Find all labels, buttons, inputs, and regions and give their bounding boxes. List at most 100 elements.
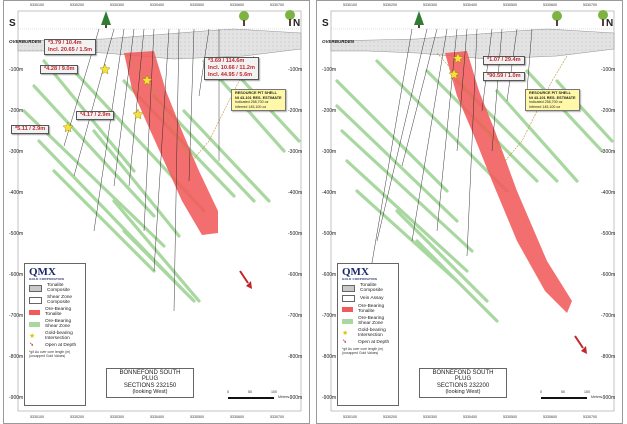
easting-label: 5330700 (270, 415, 284, 419)
depth-label: -300m (9, 149, 24, 155)
legend-footnote: *g/t Au over core length (m) (uncapped G… (29, 350, 71, 358)
scale-bar: 0 50 100 Meters (227, 390, 289, 399)
section-title-box: BONNEFOND SOUTH PLUG SECTIONS 232150 (lo… (106, 368, 194, 398)
depth-label-right: -100m (601, 67, 616, 73)
north-label: N (606, 18, 614, 29)
gold-intersection-star (141, 74, 153, 86)
depth-label: -100m (322, 67, 337, 73)
tree-icon (285, 10, 295, 26)
depth-label: -700m (322, 313, 337, 319)
legend-item-tonalite: Tonalite Composite (342, 283, 394, 293)
depth-label-right: -500m (288, 231, 303, 237)
depth-label-right: -900m (288, 395, 303, 401)
star-icon: ★ (29, 332, 36, 340)
depth-label-right: -700m (601, 313, 616, 319)
depth-label-right: -200m (601, 108, 616, 114)
legend-item-open: ➘Open at Depth (29, 342, 77, 348)
south-label: S (9, 18, 16, 29)
easting-label: 5330100 (30, 3, 44, 7)
easting-label: 5330400 (150, 415, 164, 419)
overburden-layer (330, 28, 615, 60)
depth-label: -200m (322, 108, 337, 114)
easting-label: 5330400 (463, 415, 477, 419)
section-title-box: BONNEFOND SOUTH PLUG SECTIONS 232200 (lo… (419, 368, 507, 398)
easting-label: 5330200 (70, 415, 84, 419)
legend-item-ore-shear: Ore-Bearing Shear Zone (342, 316, 394, 326)
ore-body (445, 51, 572, 313)
section-panel-232200: S N OVERBURDEN -100m -200m -300m -400m -… (316, 0, 623, 424)
depth-label: -600m (322, 272, 337, 278)
arrow-icon: ➘ (29, 342, 35, 348)
easting-label: 5330600 (230, 3, 244, 7)
depth-label-right: -400m (601, 190, 616, 196)
depth-label: -400m (322, 190, 337, 196)
legend-item-ore-tonalite: Ore-Bearing Tonalite (29, 307, 81, 317)
depth-label: -900m (9, 395, 24, 401)
qmx-logo: QMX (342, 266, 369, 278)
depth-label: -800m (9, 354, 24, 360)
assay-callout: *4.28 / 9.0m (40, 65, 79, 74)
depth-label: -800m (322, 354, 337, 360)
north-label: N (293, 18, 301, 29)
easting-label: 5330100 (343, 415, 357, 419)
depth-label-right: -600m (288, 272, 303, 278)
logo-subtitle: GOLD CORPORATION (342, 277, 377, 281)
tree-icon (101, 11, 111, 28)
easting-label: 5330300 (110, 415, 124, 419)
tree-icon (598, 10, 608, 26)
section-panel-232150: S N OVERBURDEN -100m -200m -300m -400m -… (3, 0, 310, 424)
depth-label-right: -200m (288, 108, 303, 114)
open-at-depth-arrow (574, 335, 587, 354)
depth-label: -600m (9, 272, 24, 278)
assay-callout: *90.59 / 1.0m (483, 72, 525, 81)
easting-label: 5330600 (543, 415, 557, 419)
legend-footnote: *g/t Au over core length (m) (uncapped G… (342, 347, 384, 355)
overburden-label: OVERBURDEN (322, 39, 355, 44)
gold-intersection-star (62, 121, 74, 133)
easting-label: 5330600 (543, 3, 557, 7)
assay-callout: *4.17 / 2.9m (76, 111, 115, 120)
easting-label: 5330300 (423, 415, 437, 419)
tree-icon (414, 11, 424, 28)
depth-label-right: -100m (288, 67, 303, 73)
depth-label: -100m (9, 67, 24, 73)
overburden-label: OVERBURDEN (9, 39, 42, 44)
section-drawing (330, 10, 615, 412)
gold-intersection-star (452, 52, 464, 64)
easting-label: 5330200 (383, 415, 397, 419)
depth-label-right: -700m (288, 313, 303, 319)
legend-item-vein: Vein Assay (342, 295, 394, 302)
easting-label: 5330500 (503, 3, 517, 7)
legend-item-gold: ★Gold-bearing Intersection (342, 328, 386, 338)
star-icon: ★ (342, 329, 349, 337)
tree-icon (552, 11, 562, 26)
easting-label: 5330100 (343, 3, 357, 7)
open-at-depth-arrow (239, 270, 252, 289)
legend-item-gold: ★Gold-bearing Intersection (29, 331, 73, 341)
legend: QMX GOLD CORPORATION Tonalite Composite … (24, 263, 86, 406)
easting-label: 5330200 (383, 3, 397, 7)
depth-label: -500m (9, 231, 24, 237)
depth-label: -300m (322, 149, 337, 155)
depth-label-right: -300m (601, 149, 616, 155)
easting-label: 5330600 (230, 415, 244, 419)
arrow-icon: ➘ (342, 339, 348, 345)
depth-label-right: -900m (601, 395, 616, 401)
legend-item-ore-tonalite: Ore-Bearing Tonalite (342, 304, 394, 314)
legend: QMX GOLD CORPORATION Tonalite Composite … (337, 263, 399, 406)
easting-label: 5330300 (423, 3, 437, 7)
easting-label: 5330700 (583, 3, 597, 7)
depth-label-right: -600m (601, 272, 616, 278)
depth-label: -700m (9, 313, 24, 319)
depth-label-right: -400m (288, 190, 303, 196)
ore-body (124, 51, 218, 235)
depth-label: -500m (322, 231, 337, 237)
gold-intersection-star (132, 108, 144, 120)
easting-label: 5330300 (110, 3, 124, 7)
easting-label: 5330500 (503, 415, 517, 419)
easting-label: 5330700 (270, 3, 284, 7)
depth-label: -400m (9, 190, 24, 196)
qmx-logo: QMX (29, 266, 56, 278)
